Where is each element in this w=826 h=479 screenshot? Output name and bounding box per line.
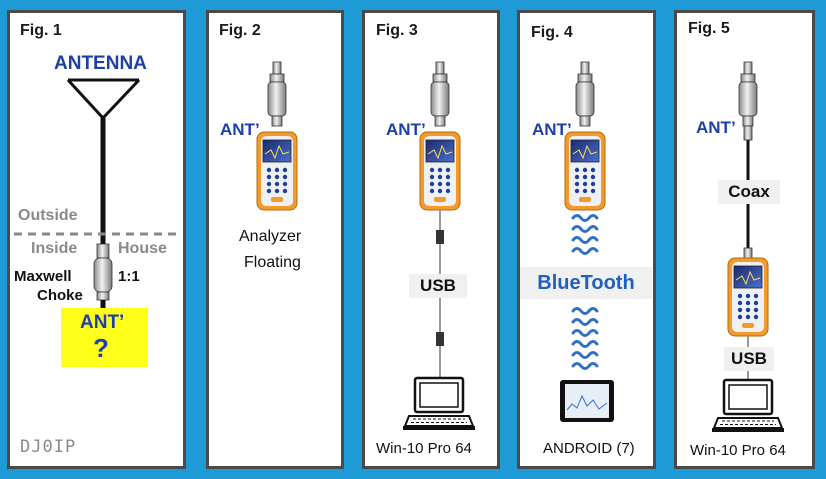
fig1-question-mark: ? <box>93 333 109 363</box>
fig3-computer-label: Win-10 Pro 64 <box>376 440 472 457</box>
fig1-choke-icon <box>93 243 113 301</box>
fig5-computer-label: Win-10 Pro 64 <box>690 442 786 459</box>
fig4-tablet-icon <box>560 380 614 422</box>
fig1-antenna-label: ANTENNA <box>54 53 147 74</box>
fig4-title: Fig. 4 <box>531 24 573 41</box>
fig2-caption-line2: Floating <box>244 254 301 271</box>
fig1-credit: DJ0IP <box>20 437 77 457</box>
fig3-title: Fig. 3 <box>376 22 418 39</box>
fig2-title: Fig. 2 <box>219 22 261 39</box>
fig2-ant-prime-label: ANT’ <box>220 120 260 139</box>
fig2-caption-line1: Analyzer <box>239 228 302 245</box>
fig1-ratio-label: 1:1 <box>118 268 140 285</box>
fig1-antenna-icon <box>66 78 141 120</box>
fig5-laptop-icon <box>710 378 786 434</box>
fig5-adapter-icon <box>743 125 753 141</box>
fig5-coax-label: Coax <box>718 180 780 204</box>
fig4-connector-icon <box>575 61 595 127</box>
fig3-ant-prime-label: ANT’ <box>386 120 426 139</box>
fig5-ant-prime-label: ANT’ <box>696 118 736 137</box>
fig1-choke-label-1: Maxwell <box>14 268 72 285</box>
fig1-outside-label: Outside <box>18 207 78 224</box>
fig2-analyzer-icon <box>256 131 298 211</box>
fig1-choke-label-2: Choke <box>37 287 83 304</box>
fig5-coax-connector-icon <box>743 247 753 259</box>
fig4-analyzer-icon <box>564 131 606 211</box>
fig5-usb-label: USB <box>724 347 774 371</box>
fig1-house-label: House <box>118 240 167 257</box>
fig5-title: Fig. 5 <box>688 20 730 37</box>
fig1-panel <box>7 10 186 469</box>
fig3-analyzer-icon <box>419 131 461 211</box>
fig5-connector-icon <box>738 61 758 127</box>
fig4-wireless-waves <box>571 214 599 370</box>
fig1-title: Fig. 1 <box>20 22 62 39</box>
fig3-usb-label: USB <box>409 274 467 298</box>
fig4-bluetooth-label: BlueTooth <box>520 267 652 299</box>
fig5-analyzer-icon <box>727 257 769 337</box>
fig1-ant-prime-label: ANT’ <box>80 312 125 333</box>
fig3-laptop-icon <box>401 376 477 432</box>
fig4-ant-prime-label: ANT’ <box>532 120 572 139</box>
fig4-device-label: ANDROID (7) <box>543 440 635 457</box>
fig1-inside-label: Inside <box>31 240 78 257</box>
fig3-connector-icon <box>430 61 450 127</box>
fig2-connector-icon <box>267 61 287 127</box>
fig1-unknown-box <box>61 308 148 367</box>
